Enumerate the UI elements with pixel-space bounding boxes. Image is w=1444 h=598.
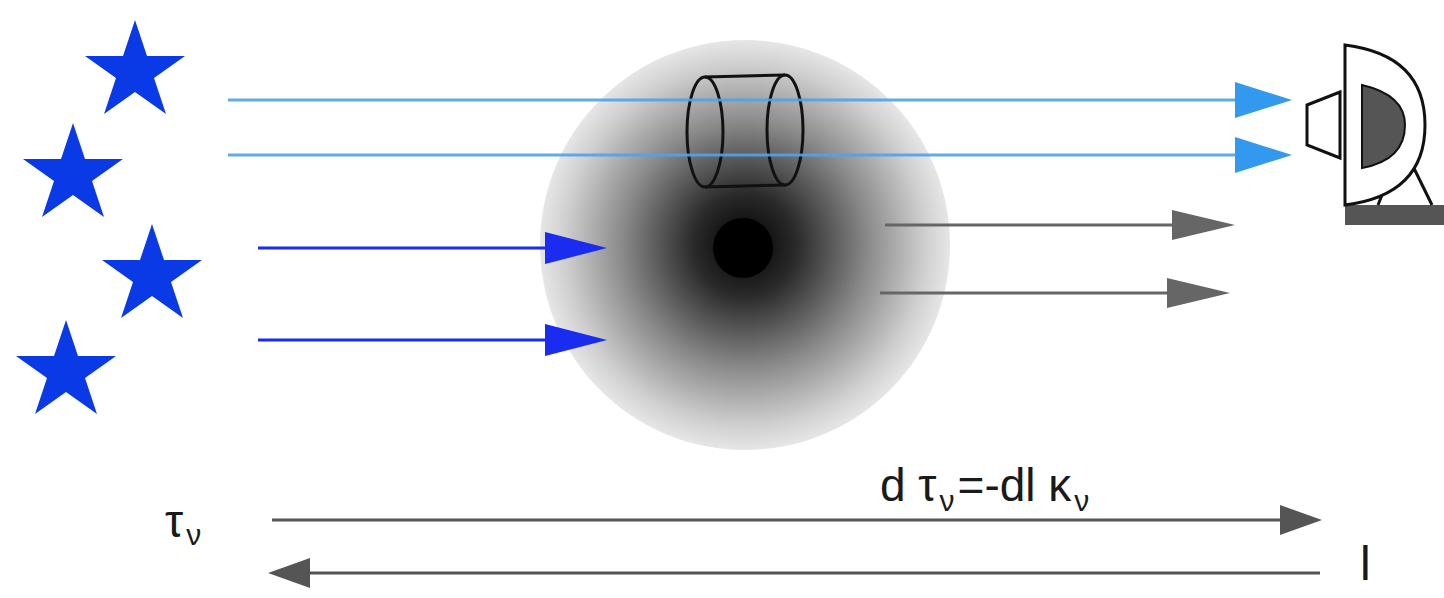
star — [85, 20, 185, 114]
stars — [16, 20, 202, 414]
subscript: ν — [940, 486, 955, 516]
transmitted-rays — [228, 82, 1292, 173]
axis-label: l — [1360, 540, 1371, 588]
attenuated-rays — [880, 210, 1235, 308]
radio-telescope — [1307, 45, 1444, 225]
formula-text: =-dl κ — [958, 462, 1072, 508]
central-core — [713, 218, 773, 278]
star — [23, 123, 123, 217]
formula-text: d τ — [880, 462, 937, 508]
incident-rays — [258, 232, 607, 356]
axis-arrows — [268, 505, 1322, 588]
subscript: ν — [1074, 486, 1089, 516]
star — [102, 224, 202, 318]
axis-label: τ — [165, 498, 183, 544]
subscript: ν — [186, 520, 201, 550]
star — [16, 320, 116, 414]
volume-cylinder — [687, 75, 803, 187]
